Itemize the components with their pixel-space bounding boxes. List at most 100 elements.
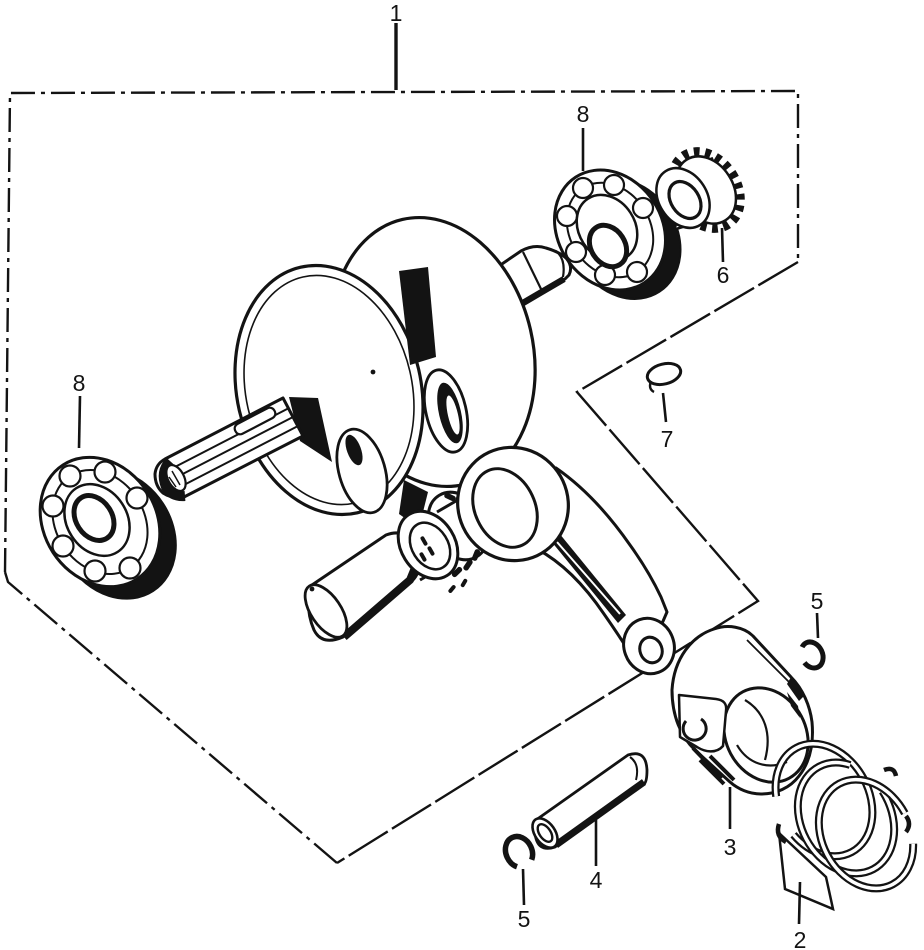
crank-web-dimple <box>370 369 376 375</box>
ball-bearing-left <box>38 455 177 600</box>
crank-pin-oil-hole <box>309 586 315 592</box>
bearing-ball <box>51 534 75 558</box>
cage-slot <box>463 559 473 571</box>
needle-bearing-bore <box>408 521 452 571</box>
callout-1: 1 <box>390 0 403 26</box>
piston-pin-bore <box>536 823 554 843</box>
cage-slot <box>448 585 456 593</box>
piston-pin-boss-hole <box>681 717 708 742</box>
ball-bearing-top <box>553 168 682 300</box>
needle-roller <box>419 552 427 562</box>
bearing-ball <box>41 494 65 518</box>
needle-bearing-rollers <box>419 536 435 562</box>
bearing-ball <box>625 260 649 284</box>
piston-pin-cut-edge <box>629 756 639 781</box>
piston-ring-groove-line <box>746 639 792 685</box>
rod-big-end-bore <box>471 467 539 549</box>
ring-inner-line <box>796 760 896 876</box>
bearing-ball <box>571 176 595 200</box>
callout-7-leader <box>661 392 668 423</box>
piston-interior-shading <box>787 692 800 718</box>
bearing-balls <box>555 173 655 287</box>
callout-5-right-leader <box>815 612 820 639</box>
crank-web-gap-shading-top <box>399 267 436 365</box>
callout-3: 3 <box>724 834 737 860</box>
bearing-bore <box>71 493 117 543</box>
timing-sprocket <box>655 147 745 233</box>
crank-right-shaft-tip <box>555 250 565 278</box>
callout-2-leader <box>797 881 802 925</box>
piston-pin <box>531 752 649 850</box>
bearing-ball <box>631 196 655 220</box>
crank-pin-hole-inner <box>446 395 460 435</box>
crank-pin <box>303 531 423 642</box>
callout-4: 4 <box>590 867 603 893</box>
callout-5-right: 5 <box>811 588 824 614</box>
boundary-dashdot-left-top-right <box>3 89 800 573</box>
crank-right-shaft-taper-line <box>522 251 543 292</box>
woodruff-key-body <box>645 361 683 387</box>
crankshaft <box>153 215 573 528</box>
cage-slot <box>460 578 468 588</box>
crank-left-shaft-tip-marks <box>168 470 181 488</box>
ring-end-hook <box>775 823 788 844</box>
ring-inner-line <box>817 777 915 891</box>
callout-6-leader <box>720 227 725 263</box>
connecting-rod <box>456 445 676 676</box>
assembly-boundary <box>3 89 800 865</box>
ring-end-hook <box>904 814 912 834</box>
crank-left-shaft-collar-shading <box>158 457 186 502</box>
bearing-balls <box>41 460 149 583</box>
crank-pin-end-face <box>303 583 349 639</box>
callout-leaders <box>77 23 820 925</box>
bearing-ball <box>555 204 579 228</box>
cage-slot <box>471 549 481 561</box>
crank-left-shaft-spline-3 <box>179 425 299 488</box>
piston-skirt-shading <box>691 746 736 786</box>
oil-ring <box>814 775 918 893</box>
bearing-ball <box>93 460 117 484</box>
crank-left-shaft-junction-shading <box>289 397 332 462</box>
piston-ring-set <box>771 739 918 912</box>
piston <box>670 625 814 796</box>
pin-clip-right <box>798 639 826 671</box>
bearing-ball <box>118 556 142 580</box>
bearing-ball <box>58 464 82 488</box>
bearing-ball <box>564 240 588 264</box>
callout-8-left-leader <box>77 395 82 449</box>
rod-small-end-bore <box>638 635 664 665</box>
needle-roller <box>420 536 428 546</box>
bearing-ball <box>83 559 107 583</box>
woodruff-key-edge <box>648 380 655 394</box>
callout-8-top: 8 <box>577 101 590 127</box>
ring-end-hook <box>883 766 899 777</box>
sprocket-bore <box>667 179 703 221</box>
callout-numbers: 1 8 6 7 8 5 3 2 4 5 <box>73 0 824 950</box>
callout-7: 7 <box>661 426 674 452</box>
pin-clip-bottom <box>502 833 536 871</box>
cage-slot <box>451 566 463 578</box>
piston-pin-shading <box>553 779 647 848</box>
pin-clips <box>502 639 826 871</box>
callout-2: 2 <box>794 927 807 950</box>
cage-slot <box>444 492 456 502</box>
bearing-ball <box>125 486 149 510</box>
boundary-dashdot-bottom-left <box>3 571 338 864</box>
rod-beam-slot-highlight <box>556 541 621 615</box>
woodruff-key <box>645 361 683 394</box>
crank-left-shaft-spline-2 <box>174 416 294 479</box>
callout-8-left: 8 <box>73 370 86 396</box>
callout-5-bottom-leader <box>521 868 526 906</box>
piston-pin-body <box>533 752 649 850</box>
crank-left-shaft-keyway <box>233 406 277 436</box>
needle-roller <box>427 546 435 556</box>
compression-ring-2 <box>793 758 899 878</box>
piston-groove-shading <box>787 677 805 701</box>
boundary-notch-diagonals <box>336 260 799 865</box>
piston-pin-boss <box>677 693 728 753</box>
callout-5-bottom: 5 <box>518 906 531 932</box>
piston-interior-boss-curve <box>744 699 769 761</box>
bearing-ball <box>602 173 626 197</box>
